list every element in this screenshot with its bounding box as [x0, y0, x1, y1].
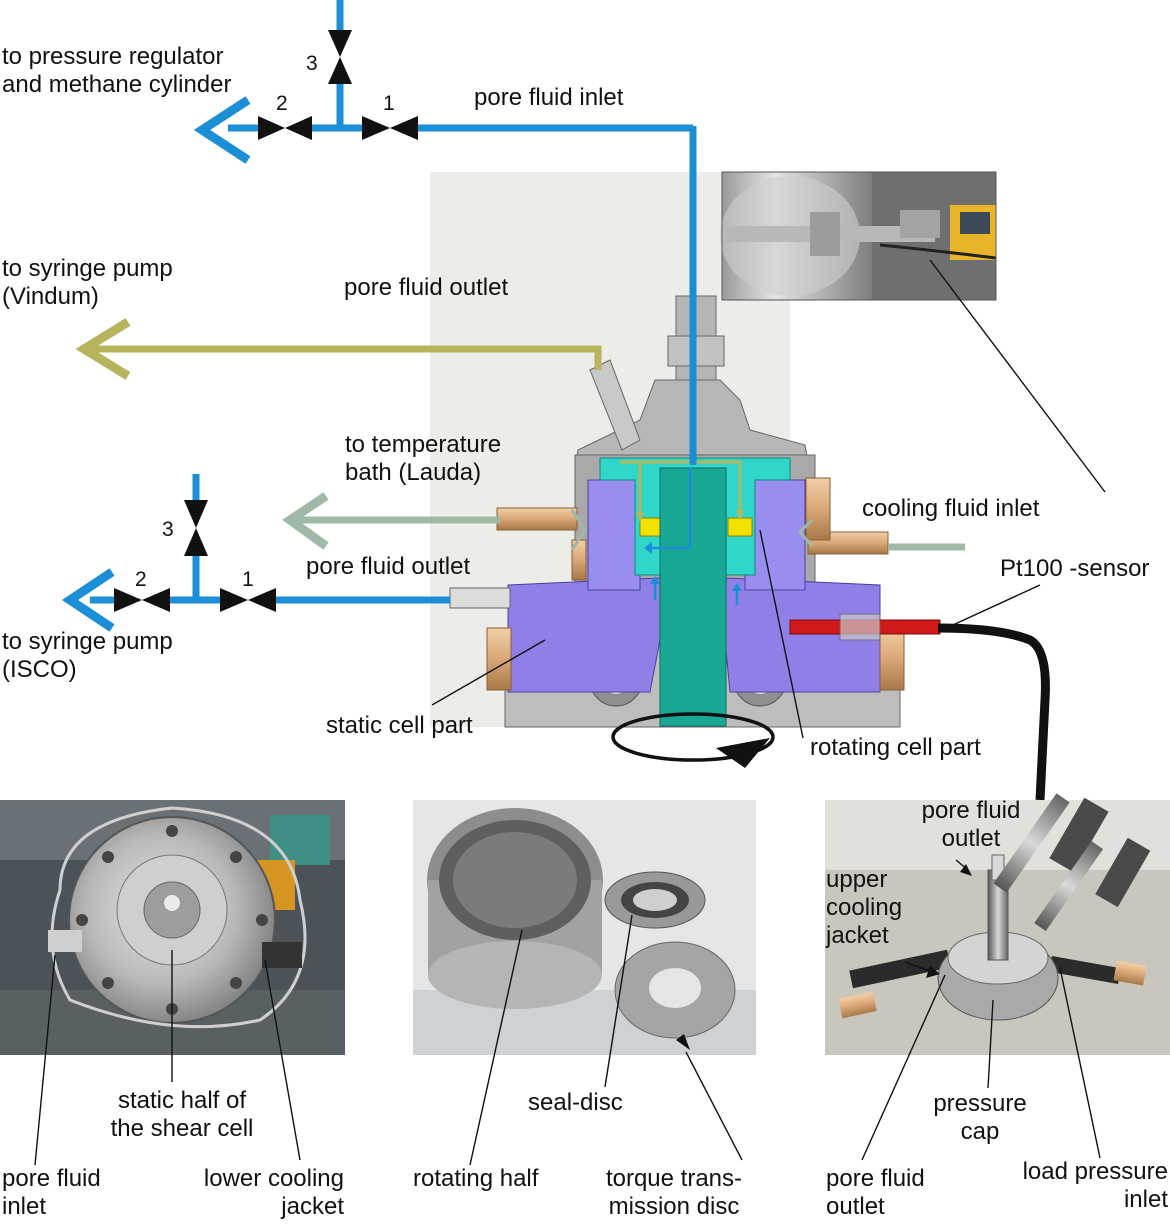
valve-2-bottom-number: 2 — [135, 568, 147, 591]
valve-3-top-number: 3 — [306, 52, 318, 75]
label-cooling-fluid-inlet: cooling fluid inlet — [862, 495, 1040, 522]
arrow-to-pressure-regulator — [193, 96, 251, 164]
label-pt100-sensor: Pt100 -sensor — [1000, 555, 1150, 582]
rotation-arrow — [611, 712, 775, 768]
label-pore-fluid-outlet-top-photo: pore fluid outlet — [921, 797, 1021, 852]
valve-1-top — [362, 116, 418, 140]
arrow-to-temperature-bath — [282, 492, 329, 550]
label-rotating-cell-part: rotating cell part — [810, 734, 981, 761]
valve-2-top — [258, 116, 312, 140]
label-pore-fluid-outlet-lower: pore fluid outlet — [306, 553, 471, 580]
pore-fluid-outlet-line — [88, 345, 602, 370]
photo-pressure-cap — [825, 793, 1170, 1055]
arrow-to-vindum — [75, 318, 131, 380]
valve-2-top-number: 2 — [276, 92, 288, 115]
leader-lines — [34, 259, 1106, 1166]
lower-manifold-line — [90, 474, 450, 604]
label-to-syringe-pump-isco: to syringe pump (ISCO) — [2, 628, 173, 683]
label-to-syringe-pump-vindum: to syringe pump (Vindum) — [2, 255, 173, 310]
label-static-half: static half of the shear cell — [110, 1087, 254, 1142]
valves — [114, 30, 418, 612]
valve-3-top — [328, 30, 352, 84]
valve-1-bottom-number: 1 — [242, 568, 254, 591]
photo-rotating-parts — [413, 800, 756, 1055]
label-seal-disc: seal-disc — [528, 1089, 623, 1116]
valve-2-bottom — [114, 588, 170, 612]
valve-3-bottom-number: 3 — [162, 518, 174, 541]
label-upper-cooling-jacket: upper cooling jacket — [826, 866, 903, 949]
leader-arrowheads — [676, 864, 972, 1050]
label-pressure-cap: pressure cap — [933, 1090, 1027, 1145]
valve-3-bottom — [184, 500, 208, 556]
label-pore-fluid-outlet-upper: pore fluid outlet — [344, 274, 509, 301]
label-pore-fluid-inlet-photo: pore fluid inlet — [2, 1165, 101, 1220]
label-rotating-half: rotating half — [413, 1165, 539, 1192]
label-to-temperature-bath: to temperature bath (Lauda) — [345, 431, 502, 486]
label-torque-transmission-disc: torque trans- mission disc — [605, 1165, 743, 1220]
label-static-cell-part: static cell part — [326, 712, 473, 739]
label-pore-fluid-inlet: pore fluid inlet — [474, 84, 624, 111]
label-to-pressure-regulator: to pressure regulator and methane cylind… — [2, 43, 232, 98]
sensor-cable — [937, 623, 1050, 801]
label-lower-cooling-jacket: lower cooling jacket — [203, 1165, 344, 1220]
valve-1-bottom — [220, 588, 276, 612]
valve-1-top-number: 1 — [383, 92, 395, 115]
label-pore-fluid-outlet-bottom-photo: pore fluid outlet — [826, 1165, 925, 1220]
pore-fluid-inlet-line — [228, 0, 697, 465]
sensor-photo-inset — [720, 171, 997, 301]
label-load-pressure-inlet: load pressure inlet — [1022, 1158, 1168, 1213]
arrow-to-isco — [61, 568, 115, 632]
